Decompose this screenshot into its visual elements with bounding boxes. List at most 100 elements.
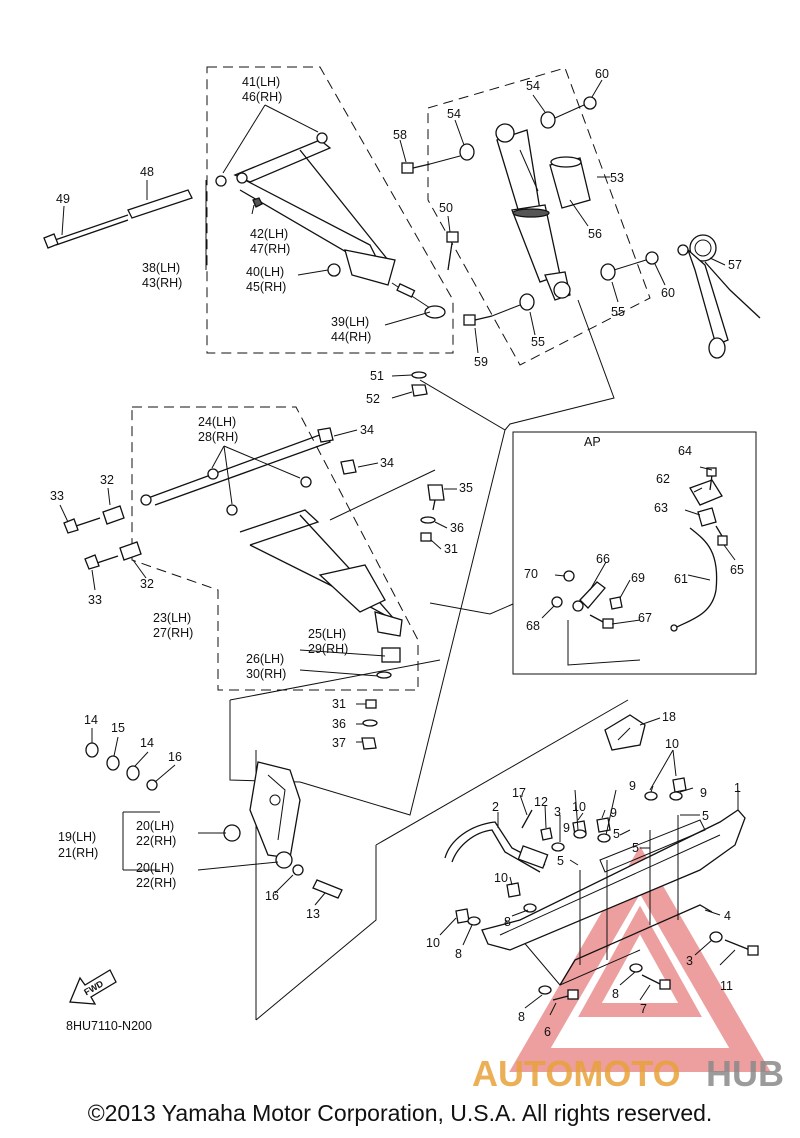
label-31-bottom: 31 [332,697,346,711]
washer-36-upper [420,516,436,524]
bolt-59 [463,314,493,326]
nut-37 [361,737,377,750]
label-34-bottom: 34 [380,456,394,470]
washer-60-lower [645,251,659,265]
label-16-bottom: 16 [265,889,279,903]
label-27: 27(RH) [153,626,193,640]
label-43: 43(RH) [142,276,182,290]
copyright-notice: ©2013 Yamaha Motor Corporation, U.S.A. A… [87,1100,713,1126]
label-26: 26(LH) [246,652,284,666]
washer-3-lower [709,931,723,943]
bolt-35 [427,484,445,511]
label-44: 44(RH) [331,330,371,344]
washer-51 [411,371,427,379]
bushing-54-lower [459,143,475,161]
washers-8 [467,903,643,995]
nut-52 [411,384,428,397]
label-54-left: 54 [447,107,461,121]
label-63: 63 [654,501,668,515]
label-34-top: 34 [360,423,374,437]
ap-bolt-65 [715,525,728,546]
label-36-top: 36 [450,521,464,535]
washer-60-upper [583,96,597,110]
skag-runner-4 [559,904,713,986]
ski-stopper-18 [604,714,646,751]
bolt-58 [401,162,431,174]
label-10-bottom: 10 [426,936,440,950]
label-14-mid: 14 [140,736,154,750]
upper-arm-group-box [206,66,454,354]
bushing-20-upper [223,824,241,842]
label-29: 29(RH) [308,642,348,656]
label-7: 7 [640,1002,647,1016]
label-4: 4 [724,909,731,923]
bushing-55-upper [600,263,616,281]
label-48: 48 [140,165,154,179]
bolt-33-lower [84,554,119,570]
label-31-top: 31 [444,542,458,556]
label-36-bottom: 36 [332,717,346,731]
label-32-bottom: 32 [140,577,154,591]
label-9-a: 9 [629,779,636,793]
label-41: 41(LH) [242,75,280,89]
diagram-code: 8HU7110-N200 [66,1019,152,1033]
label-42: 42(LH) [250,227,288,241]
label-38: 38(LH) [142,261,180,275]
label-37: 37 [332,736,346,750]
label-23: 23(LH) [153,611,191,625]
label-52: 52 [366,392,380,406]
nut-34-upper [317,427,334,443]
lower-a-arm [140,430,403,637]
bolt-6 [552,989,579,1001]
ap-label: AP [584,435,601,449]
label-30: 30(RH) [246,667,286,681]
label-47: 47(RH) [250,242,290,256]
label-17: 17 [512,786,526,800]
nut-34-lower [340,459,357,475]
label-24: 24(LH) [198,415,236,429]
bolt-7 [641,974,671,990]
label-39: 39(LH) [331,315,369,329]
label-22-bottom: 22(RH) [136,876,176,890]
label-28: 28(RH) [198,430,238,444]
ap-nut-70 [563,570,575,582]
label-25: 25(LH) [308,627,346,641]
label-64: 64 [678,444,692,458]
shock-absorber [495,123,571,301]
leader-lines [59,79,739,1016]
label-10-left: 10 [494,871,508,885]
label-40: 40(LH) [246,265,284,279]
label-10-mid: 10 [572,800,586,814]
washer-16-upper [146,779,158,791]
bushing-14-lower [126,765,140,781]
ski-1 [481,809,746,951]
label-54-right: 54 [526,79,540,93]
label-50: 50 [439,201,453,215]
shock-group-box [427,67,651,366]
label-16-top: 16 [168,750,182,764]
label-9-c: 9 [563,821,570,835]
label-3-top: 3 [554,805,561,819]
label-14-top: 14 [84,713,98,727]
lever-assembly-57 [677,234,761,359]
bushing-14-upper [85,742,99,758]
bushing-20-lower [275,851,293,869]
washer-36-lower [362,719,378,727]
label-5-c: 5 [632,841,639,855]
label-49: 49 [56,192,70,206]
label-1: 1 [734,781,741,795]
bushing-25 [381,647,401,663]
bushing-32-upper [102,505,125,525]
label-60-bottom: 60 [661,286,675,300]
washer-3-upper [551,842,565,852]
nut-12 [540,827,553,841]
label-22-top: 22(RH) [136,834,176,848]
label-9-d: 9 [610,806,617,820]
label-19: 19(LH) [58,830,96,844]
watermark-text-automoto: AUTOMOTO [472,1053,681,1094]
fwd-arrow-icon [69,969,117,1005]
label-11: 11 [720,979,733,993]
label-66: 66 [596,552,610,566]
label-8-b: 8 [455,947,462,961]
bolt-11 [724,939,759,956]
